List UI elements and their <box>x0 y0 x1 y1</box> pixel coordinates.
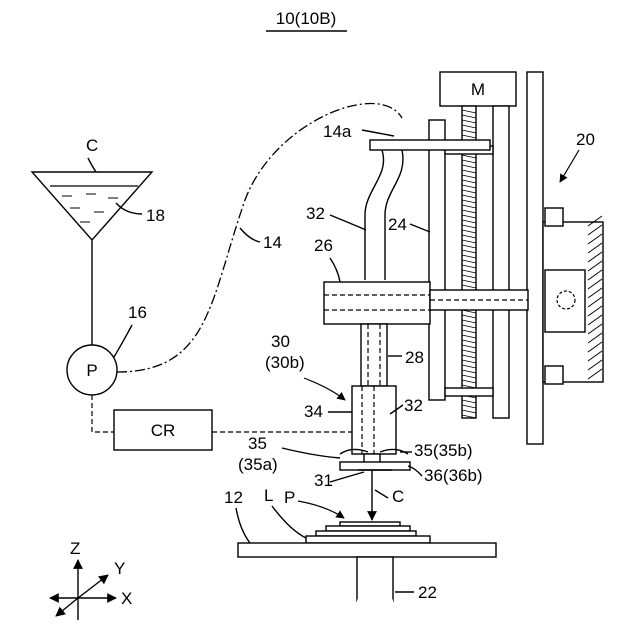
pipe-lower-ref: 32 <box>404 396 423 415</box>
pump-label: P <box>86 361 97 380</box>
roller-left-sub: (35a) <box>238 455 278 474</box>
figure-title: 10(10B) <box>266 9 347 31</box>
container-ref: 18 <box>146 206 165 225</box>
liquid-label: C <box>86 136 98 155</box>
controller-box: CR <box>114 410 212 450</box>
unit-plate: 20 <box>527 72 603 444</box>
plate-ref: 36(36b) <box>424 466 483 485</box>
axis-z-label: Z <box>70 539 80 558</box>
support-column: 22 <box>357 557 437 602</box>
pump: P 16 <box>67 303 147 395</box>
motor-label: M <box>471 80 485 99</box>
arm-ref: 26 <box>314 236 333 255</box>
carriage-ref: 24 <box>388 215 407 234</box>
controller-label: CR <box>151 421 176 440</box>
roller-left-ref: 35 <box>248 434 267 453</box>
column-ref: 22 <box>418 583 437 602</box>
roller-right-ref: 35(35b) <box>414 441 473 460</box>
hose-ref: 14 <box>263 233 282 252</box>
housing-ref: 34 <box>304 402 323 421</box>
head-ref: 30 <box>271 332 290 351</box>
layered-product: P L <box>264 486 430 543</box>
product-label: P <box>284 488 295 507</box>
motor: M <box>440 72 516 106</box>
axis-y-label: Y <box>114 559 125 578</box>
shaft-ref: 28 <box>405 348 424 367</box>
nozzle-ref: 31 <box>314 471 333 490</box>
figure-title-text: 10(10B) <box>276 9 336 28</box>
flow-label: C <box>392 487 404 506</box>
pipe-upper-ref: 32 <box>306 204 325 223</box>
head-sub-ref: (30b) <box>265 353 305 372</box>
axis-x-label: X <box>121 589 132 608</box>
shaft: 28 <box>361 324 424 386</box>
head-housing: 34 32 <box>304 386 423 454</box>
unit-ref: 20 <box>576 130 595 149</box>
screw-frame <box>429 106 509 418</box>
layers-label: L <box>264 486 273 505</box>
hose-end-ref: 14a <box>323 122 352 141</box>
table-ref: 12 <box>224 488 243 507</box>
pump-ref: 16 <box>128 303 147 322</box>
axis-indicator: Z Y X <box>50 539 132 620</box>
